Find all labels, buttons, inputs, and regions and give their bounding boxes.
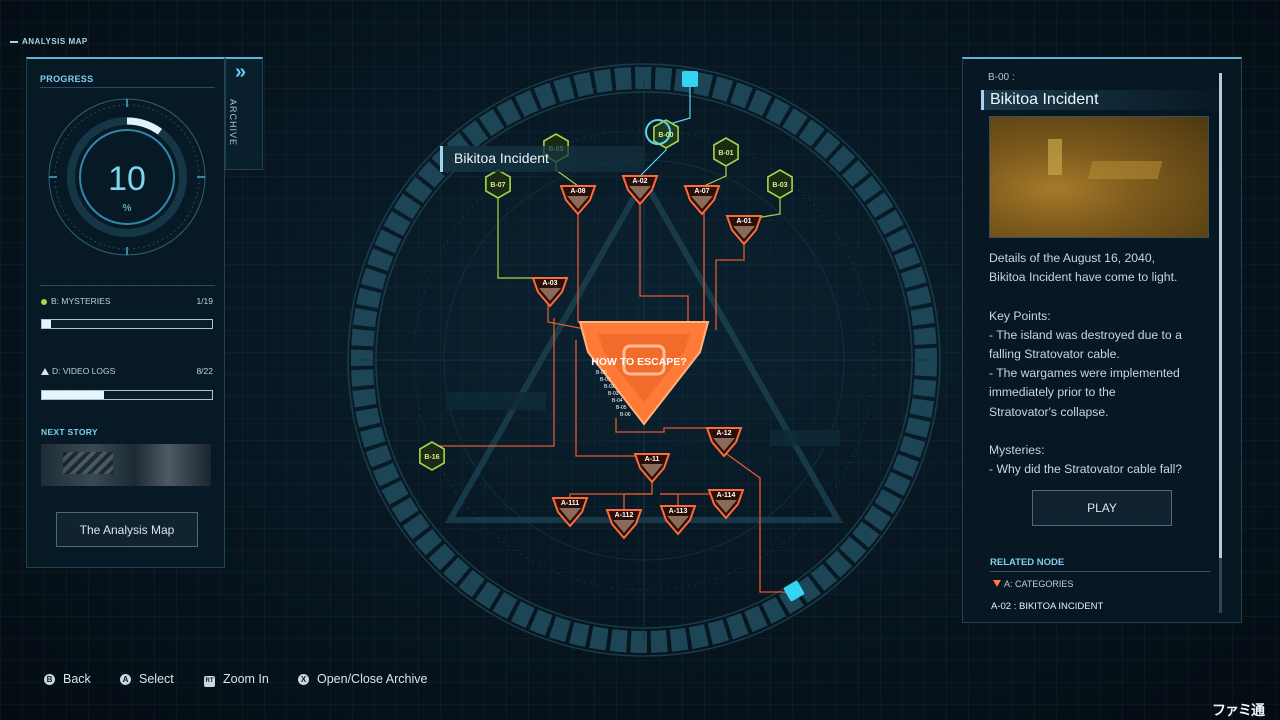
center-node-label: HOW TO ESCAPE? bbox=[591, 356, 686, 368]
map-node-label: A-112 bbox=[615, 512, 634, 519]
map-selected-title-text: Bikitoa Incident bbox=[454, 150, 549, 166]
archive-toggle-label: Open/Close Archive bbox=[317, 672, 428, 686]
map-node-label: A-11 bbox=[645, 456, 660, 463]
detail-code: B-00 : bbox=[988, 72, 1015, 83]
rt-button-icon: RT bbox=[204, 676, 215, 687]
map-node-label: A-03 bbox=[542, 280, 557, 287]
category-triangle-icon bbox=[993, 580, 1001, 587]
center-sub-list: B-00B-01B-02B-03B-04B-05B-06 bbox=[596, 370, 631, 418]
chevron-right-icon: » bbox=[235, 61, 246, 83]
map-node-label: A-114 bbox=[717, 492, 736, 499]
progress-title: PROGRESS bbox=[40, 74, 94, 84]
map-node-b00[interactable]: B-00 bbox=[645, 119, 679, 149]
map-node-a03[interactable]: A-03 bbox=[531, 277, 569, 308]
progress-ring: 10 % bbox=[45, 95, 209, 259]
map-selected-title: Bikitoa Incident bbox=[440, 146, 643, 172]
center-sub-item: B-05 bbox=[616, 405, 627, 411]
map-node-a12[interactable]: A-12 bbox=[705, 427, 743, 458]
map-node-label: A-113 bbox=[669, 508, 688, 515]
b-button-icon: B bbox=[44, 674, 55, 685]
video-logs-progress-bar bbox=[41, 390, 213, 400]
progress-unit: % bbox=[122, 203, 132, 214]
map-node-label: B-03 bbox=[772, 182, 787, 189]
related-category: A: CATEGORIES bbox=[993, 579, 1073, 589]
map-node-label: A-12 bbox=[716, 430, 731, 437]
watermark-logo: ファミ通 bbox=[1212, 702, 1265, 718]
archive-tab[interactable]: » ARCHIVE bbox=[225, 57, 263, 170]
map-node-a114[interactable]: A-114 bbox=[707, 489, 745, 520]
related-category-label: A: CATEGORIES bbox=[1004, 579, 1074, 589]
map-node-a08[interactable]: A-08 bbox=[559, 185, 597, 216]
map-node-b03[interactable]: B-03 bbox=[767, 169, 793, 199]
detail-panel: B-00 : Bikitoa Incident Details of the A… bbox=[962, 57, 1242, 623]
zoom-label: Zoom In bbox=[223, 672, 269, 686]
next-story-button[interactable]: The Analysis Map bbox=[56, 512, 198, 547]
ring-marker-bottom bbox=[783, 580, 805, 602]
select-label: Select bbox=[139, 672, 174, 686]
map-node-label: A-02 bbox=[632, 178, 647, 185]
mystery-dot-icon bbox=[41, 298, 47, 305]
a-button-icon: A bbox=[120, 674, 131, 685]
detail-description: Details of the August 16, 2040, Bikitoa … bbox=[989, 251, 1183, 477]
detail-title: Bikitoa Incident bbox=[981, 90, 1230, 110]
select-prompt[interactable]: A Select bbox=[120, 672, 174, 686]
map-node-a111[interactable]: A-111 bbox=[551, 497, 589, 528]
back-label: Back bbox=[63, 672, 91, 686]
center-node[interactable]: HOW TO ESCAPE? B-00B-01B-02B-03B-04B-05B… bbox=[578, 321, 710, 426]
map-node-label: B-07 bbox=[490, 182, 505, 189]
map-node-a02[interactable]: A-02 bbox=[621, 175, 659, 206]
map-node-label: B-01 bbox=[718, 150, 733, 157]
map-node-b01[interactable]: B-01 bbox=[713, 137, 739, 167]
center-sub-item: B-00 bbox=[596, 370, 607, 376]
map-node-a11[interactable]: A-11 bbox=[633, 453, 671, 484]
map-node-b07[interactable]: B-07 bbox=[485, 169, 511, 199]
mysteries-label: B: MYSTERIES bbox=[51, 296, 111, 306]
map-node-label: A-07 bbox=[694, 188, 709, 195]
center-sub-item: B-04 bbox=[612, 398, 623, 404]
play-button[interactable]: PLAY bbox=[1032, 490, 1172, 526]
mysteries-count: 1/19 bbox=[196, 296, 213, 306]
archive-label: ARCHIVE bbox=[228, 99, 238, 147]
archive-prompt[interactable]: X Open/Close Archive bbox=[298, 672, 427, 686]
mysteries-row: B: MYSTERIES 1/19 bbox=[41, 296, 213, 306]
ring-marker-top bbox=[682, 71, 698, 87]
progress-panel: PROGRESS 10 % B: MYSTERIES 1/19 D: VIDEO… bbox=[26, 57, 225, 568]
center-sub-item: B-06 bbox=[620, 412, 631, 418]
next-story-title: NEXT STORY bbox=[41, 427, 98, 437]
map-node-b16[interactable]: B-16 bbox=[419, 441, 445, 471]
related-node-title: RELATED NODE bbox=[990, 557, 1065, 568]
progress-value: 10 bbox=[108, 160, 146, 198]
map-node-a113[interactable]: A-113 bbox=[659, 505, 697, 536]
video-logs-count: 8/22 bbox=[196, 366, 213, 376]
video-logs-label: D: VIDEO LOGS bbox=[52, 366, 116, 376]
map-node-a112[interactable]: A-112 bbox=[605, 509, 643, 540]
map-node-label: B-16 bbox=[424, 454, 439, 461]
map-node-a01[interactable]: A-01 bbox=[725, 215, 763, 246]
map-node-label: A-08 bbox=[570, 188, 585, 195]
mysteries-progress-bar bbox=[41, 319, 213, 329]
detail-scrollbar[interactable] bbox=[1219, 73, 1222, 558]
map-node-label: B-00 bbox=[658, 132, 673, 139]
next-story-thumbnail[interactable] bbox=[41, 444, 211, 486]
center-sub-item: B-02 bbox=[604, 384, 615, 390]
center-sub-item: B-03 bbox=[608, 391, 619, 397]
map-node-label: A-111 bbox=[561, 500, 579, 507]
video-logs-row: D: VIDEO LOGS 8/22 bbox=[41, 366, 213, 376]
map-node-label: A-01 bbox=[736, 218, 751, 225]
screen-title: ANALYSIS MAP bbox=[10, 37, 88, 46]
x-button-icon: X bbox=[298, 674, 309, 685]
map-node-a07[interactable]: A-07 bbox=[683, 185, 721, 216]
video-log-icon bbox=[41, 368, 49, 376]
detail-image bbox=[989, 116, 1209, 238]
center-sub-item: B-01 bbox=[600, 377, 611, 383]
back-prompt[interactable]: B Back bbox=[44, 672, 91, 686]
zoom-prompt[interactable]: RT Zoom In bbox=[204, 672, 269, 687]
related-node-link[interactable]: A-02 : BIKITOA INCIDENT bbox=[991, 601, 1104, 612]
